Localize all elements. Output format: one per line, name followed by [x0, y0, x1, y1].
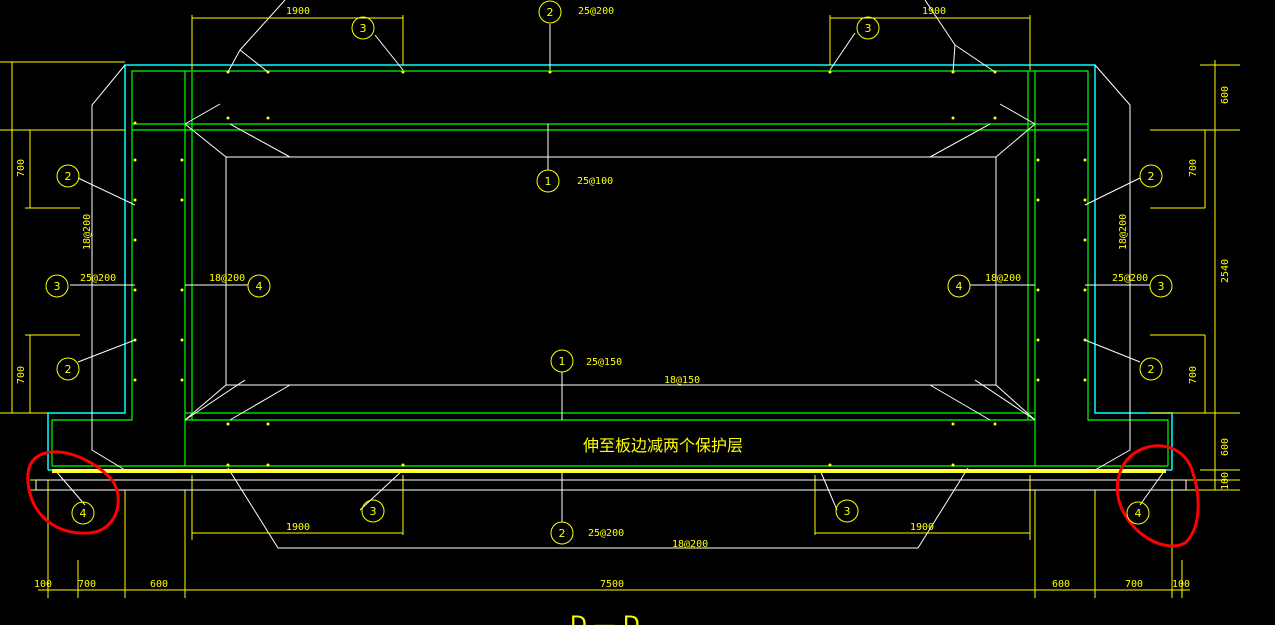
- dim-top-1900-right: 1900: [922, 6, 946, 17]
- bubbles: [45, 0, 1173, 545]
- bubble-1-upper: 1: [545, 175, 552, 188]
- bubble-2-top: 2: [547, 6, 554, 19]
- dim-right-700-top: 700: [1188, 159, 1199, 177]
- label-bottom-18-200: 18@200: [672, 539, 708, 550]
- dim-bottom-chain-4: 600: [1052, 579, 1070, 590]
- dim-right-600-top: 600: [1220, 86, 1231, 104]
- bubble-4-bottom-right: 4: [1135, 507, 1142, 520]
- bubble-4-left-inner: 4: [256, 280, 263, 293]
- dim-bottom-chain-6: 100: [1172, 579, 1190, 590]
- dim-bottom-chain-3: 7500: [600, 579, 624, 590]
- bubble-1-lower: 1: [559, 355, 566, 368]
- rebar-labels: 25@200 25@100 25@150 18@150 25@200 18@20…: [80, 6, 1148, 550]
- label-top-25-200: 25@200: [578, 6, 614, 17]
- label-right-inner-18-200: 18@200: [985, 273, 1021, 284]
- bubble-3-left: 3: [54, 280, 61, 293]
- dim-bottom-1900-left: 1900: [286, 522, 310, 533]
- dim-left-700-top: 700: [16, 159, 27, 177]
- bubble-4-bottom-left: 4: [80, 507, 87, 520]
- bubble-2-left-top: 2: [65, 170, 72, 183]
- label-bottom-25-200: 25@200: [588, 528, 624, 539]
- red-markup-left: [26, 450, 120, 535]
- concrete-outline: [47, 64, 1173, 471]
- label-left-18-200-vertical: 18@200: [82, 214, 93, 250]
- rebar-cage: [51, 70, 1169, 467]
- dim-right-2540: 2540: [1220, 259, 1231, 283]
- bubble-3-bottom-left: 3: [370, 505, 377, 518]
- dim-bottom-chain-1: 700: [78, 579, 96, 590]
- label-25-150: 25@150: [586, 357, 622, 368]
- dim-left-700-bottom: 700: [16, 366, 27, 384]
- dimension-texts: 1900 1900 1900 1900 600 700 2540 700 600…: [16, 6, 1231, 590]
- bubble-3-top-right: 3: [865, 22, 872, 35]
- bubble-2-right-bottom: 2: [1148, 363, 1155, 376]
- bubble-2-left-bottom: 2: [65, 363, 72, 376]
- bubble-3-top-left: 3: [360, 22, 367, 35]
- section-label: D — D: [570, 613, 640, 625]
- dim-top-1900-left: 1900: [286, 6, 310, 17]
- inner-opening: [91, 64, 1131, 549]
- dim-bottom-1900-right: 1900: [910, 522, 934, 533]
- bubble-3-right: 3: [1158, 280, 1165, 293]
- label-left-25-200: 25@200: [80, 273, 116, 284]
- bubble-numbers: 2 3 3 1 1 2 2 3 4 2 2 3 4 4 4 3 3 2: [54, 6, 1165, 540]
- dim-bottom-chain-5: 700: [1125, 579, 1143, 590]
- dim-right-600-bottom: 600: [1220, 438, 1231, 456]
- label-left-inner-18-200: 18@200: [209, 273, 245, 284]
- label-25-100: 25@100: [577, 176, 613, 187]
- label-right-25-200: 25@200: [1112, 273, 1148, 284]
- dim-right-100: 100: [1220, 472, 1231, 490]
- annotation-note: 伸至板边减两个保护层: [583, 436, 743, 455]
- bubble-2-bottom: 2: [559, 527, 566, 540]
- label-right-18-200-vertical: 18@200: [1118, 214, 1129, 250]
- slab-edge: [35, 479, 1187, 491]
- dim-right-700-bottom: 700: [1188, 366, 1199, 384]
- bubble-2-right-top: 2: [1148, 170, 1155, 183]
- label-18-150: 18@150: [664, 375, 700, 386]
- leader-lines: [54, 0, 1166, 522]
- bubble-3-bottom-right: 3: [844, 505, 851, 518]
- dim-bottom-chain-0: 100: [34, 579, 52, 590]
- red-markup-right: [1115, 444, 1200, 548]
- dimension-lines: [0, 15, 1240, 598]
- dim-bottom-chain-2: 600: [150, 579, 168, 590]
- bubble-4-right-inner: 4: [956, 280, 963, 293]
